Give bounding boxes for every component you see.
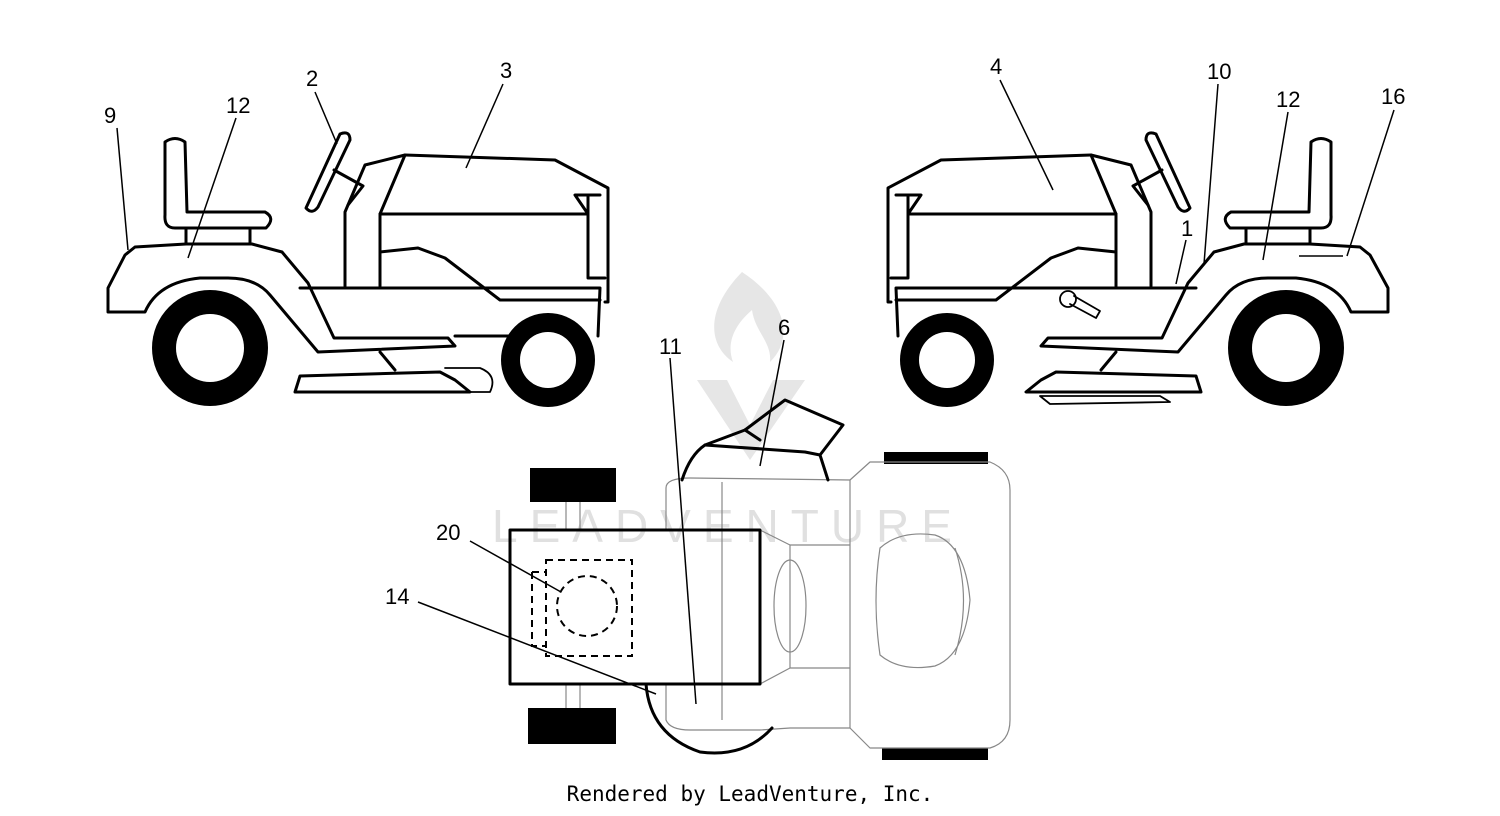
callout-12-right: 12	[1276, 87, 1300, 112]
left-side-view	[106, 131, 610, 407]
watermark-text: LEADVENTURE	[492, 500, 964, 552]
callout-20: 20	[436, 520, 460, 545]
callout-9: 9	[104, 103, 116, 128]
callout-labels: 9 12 2 3 4 10 12 16 1 11 6 20 14	[104, 54, 1405, 609]
callout-3: 3	[500, 58, 512, 83]
leadventure-watermark: LEADVENTURE	[492, 272, 964, 552]
callout-12-left: 12	[226, 93, 250, 118]
top-view	[508, 398, 1011, 760]
callout-6: 6	[778, 315, 790, 340]
callout-1: 1	[1181, 216, 1193, 241]
callout-11: 11	[659, 334, 682, 359]
callout-16: 16	[1381, 84, 1405, 109]
rendered-by-footer: Rendered by LeadVenture, Inc.	[566, 782, 934, 806]
right-side-view	[886, 131, 1390, 407]
callout-2: 2	[306, 66, 318, 91]
leader-lines	[116, 79, 1395, 705]
callout-10: 10	[1207, 59, 1231, 84]
callout-14: 14	[385, 584, 409, 609]
callout-4: 4	[990, 54, 1002, 79]
